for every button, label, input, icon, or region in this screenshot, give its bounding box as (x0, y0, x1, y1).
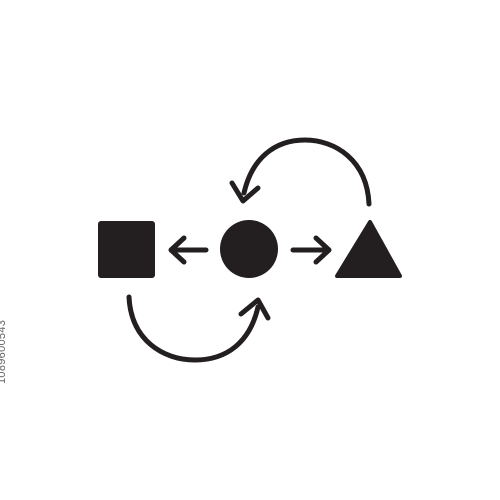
curved-arrow-top-icon (229, 137, 372, 207)
arrow-right-icon (290, 235, 332, 265)
circle-node (220, 220, 278, 278)
arrow-left-icon (168, 235, 209, 265)
curved-arrow-bottom-icon (126, 294, 271, 363)
triangle-node (335, 220, 402, 278)
stock-id-label: 1089600543 (0, 319, 8, 384)
square-node (98, 221, 155, 278)
